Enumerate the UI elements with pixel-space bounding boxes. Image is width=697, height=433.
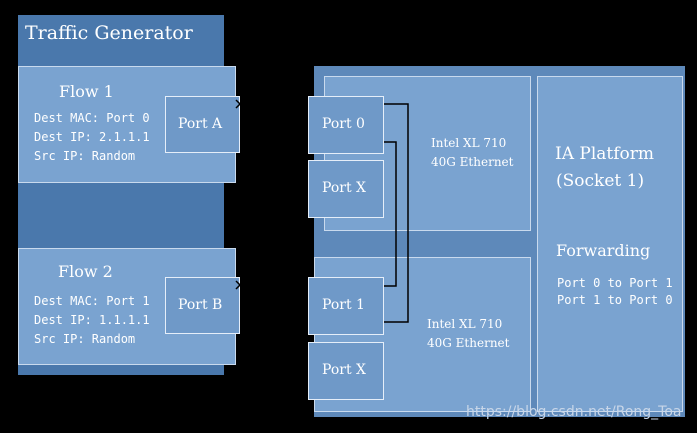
port-a-box xyxy=(165,96,240,153)
flow-1-src-ip: Src IP: Random xyxy=(34,149,136,163)
port-b-box xyxy=(165,277,240,334)
flow-2-src-ip: Src IP: Random xyxy=(34,332,136,346)
nic-2-name: Intel XL 710 xyxy=(427,317,503,331)
ia-platform-socket: (Socket 1) xyxy=(556,171,645,191)
forwarding-rule-2: Port 1 to Port 0 xyxy=(557,293,673,307)
forwarding-title: Forwarding xyxy=(556,241,651,260)
nic-1-port-0-box xyxy=(308,96,384,154)
ia-platform-title: IA Platform xyxy=(555,144,655,164)
flow-2-dest-mac: Dest MAC: Port 1 xyxy=(34,294,150,308)
flow-1-title: Flow 1 xyxy=(59,82,114,101)
nic-1-speed: 40G Ethernet xyxy=(431,155,514,169)
flow-2-dest-ip: Dest IP: 1.1.1.1 xyxy=(34,313,150,327)
nic-1-name: Intel XL 710 xyxy=(431,136,507,150)
nic-2-port-1-label: Port 1 xyxy=(322,297,365,313)
nic-2-port-1-box xyxy=(308,277,384,335)
nic-1-port-0-label: Port 0 xyxy=(322,116,365,132)
flow-2-title: Flow 2 xyxy=(58,262,113,281)
forwarding-rule-1: Port 0 to Port 1 xyxy=(557,276,673,290)
nic-2-speed: 40G Ethernet xyxy=(427,336,510,350)
port-b-label: Port B xyxy=(178,297,223,313)
nic-1-port-x-box xyxy=(308,160,384,218)
nic-2-port-x-label: Port X xyxy=(322,362,367,378)
nic-1-port-x-label: Port X xyxy=(322,180,367,196)
flow-1-dest-ip: Dest IP: 2.1.1.1 xyxy=(34,130,150,144)
nic-2-port-x-box xyxy=(308,342,384,400)
traffic-generator-title: Traffic Generator xyxy=(25,22,193,44)
port-a-label: Port A xyxy=(178,116,223,132)
cable-port-b-to-port-1 xyxy=(235,141,397,290)
watermark: https://blog.csdn.net/Rong_Toa xyxy=(466,404,682,420)
cable-port-a-to-port-0 xyxy=(235,99,409,323)
flow-1-dest-mac: Dest MAC: Port 0 xyxy=(34,111,150,125)
ia-platform-box xyxy=(537,76,683,412)
